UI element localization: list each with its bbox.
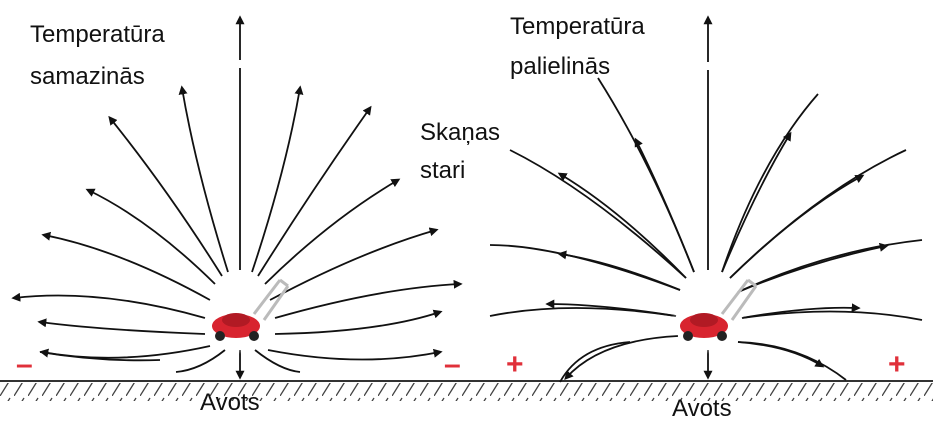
left-sound-rays — [11, 15, 463, 380]
ray-right-4 — [269, 227, 439, 301]
right-title-line2: palielinās — [510, 53, 611, 80]
ray-right-7 — [267, 348, 443, 361]
right-sign-plus-1: + — [506, 348, 524, 381]
lawnmower-icon — [204, 278, 290, 354]
ray-r-right-1 — [721, 93, 819, 273]
left-sign-minus-1: – — [16, 348, 33, 381]
ray-left-4 — [41, 231, 211, 301]
ray-left-2 — [108, 115, 223, 277]
ray-left-down — [175, 349, 226, 373]
ray-r-right-2 — [729, 149, 907, 279]
ray-right-2 — [257, 105, 372, 277]
ray-right-down — [254, 349, 301, 373]
ray-r-left-3 — [489, 244, 681, 291]
ray-left-6 — [37, 318, 206, 335]
ray-right-3 — [264, 178, 401, 285]
ray-r-left-2 — [509, 149, 687, 279]
right-sign-plus-2: + — [888, 348, 906, 381]
left-sign-minus-2: – — [444, 348, 461, 381]
rays-label-line2: stari — [420, 157, 466, 184]
rays-label-line1: Skaņas — [420, 119, 501, 146]
right-sound-rays — [489, 15, 923, 383]
ground — [0, 380, 933, 401]
left-title-line1: Temperatūra — [30, 21, 165, 48]
ray-right-5 — [274, 279, 463, 319]
ray-r-right-4 — [741, 310, 923, 321]
ray-left-5 — [11, 292, 206, 319]
ray-left-1 — [178, 85, 229, 273]
right-source-label: Avots — [672, 395, 732, 422]
right-title-line1: Temperatūra — [510, 13, 645, 40]
ray-r-right-5 — [737, 341, 847, 381]
ray-r-right-3 — [737, 239, 923, 293]
ray-r-left-5 — [564, 335, 679, 381]
left-source-label: Avots — [200, 389, 260, 416]
ray-right-1 — [251, 85, 304, 273]
ray-left-3 — [85, 188, 216, 285]
left-title-line2: samazinās — [30, 63, 145, 90]
lawnmower-icon — [672, 278, 758, 354]
ray-right-6 — [274, 309, 443, 335]
